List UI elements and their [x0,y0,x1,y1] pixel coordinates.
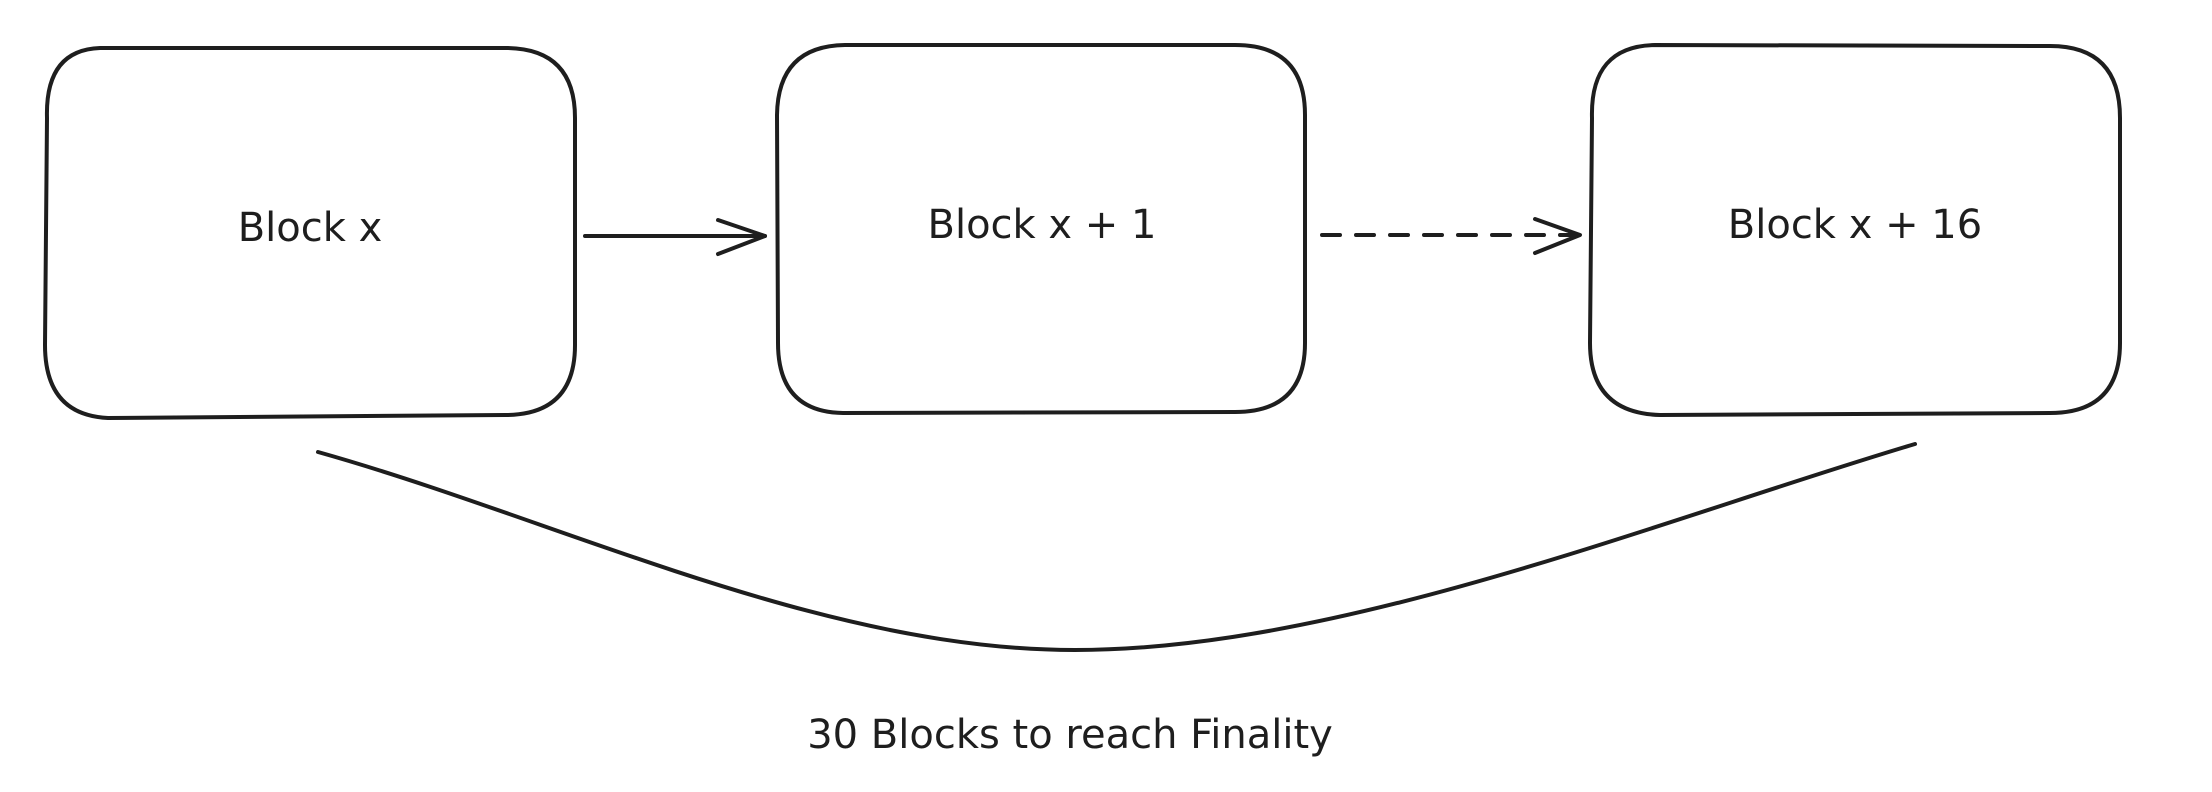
block-box-2 [775,43,1307,415]
finality-brace [316,442,1917,652]
block-label-1: Block x [237,205,383,251]
block-label-2: Block x + 1 [927,202,1157,248]
block-box-1 [43,46,577,420]
dashed-arrow-head [1533,217,1582,255]
finality-caption: 30 Blocks to reach Finality [807,712,1333,758]
solid-arrow-head [716,218,767,256]
block-label-3: Block x + 16 [1727,202,1983,248]
block-box-3 [1588,43,2122,417]
